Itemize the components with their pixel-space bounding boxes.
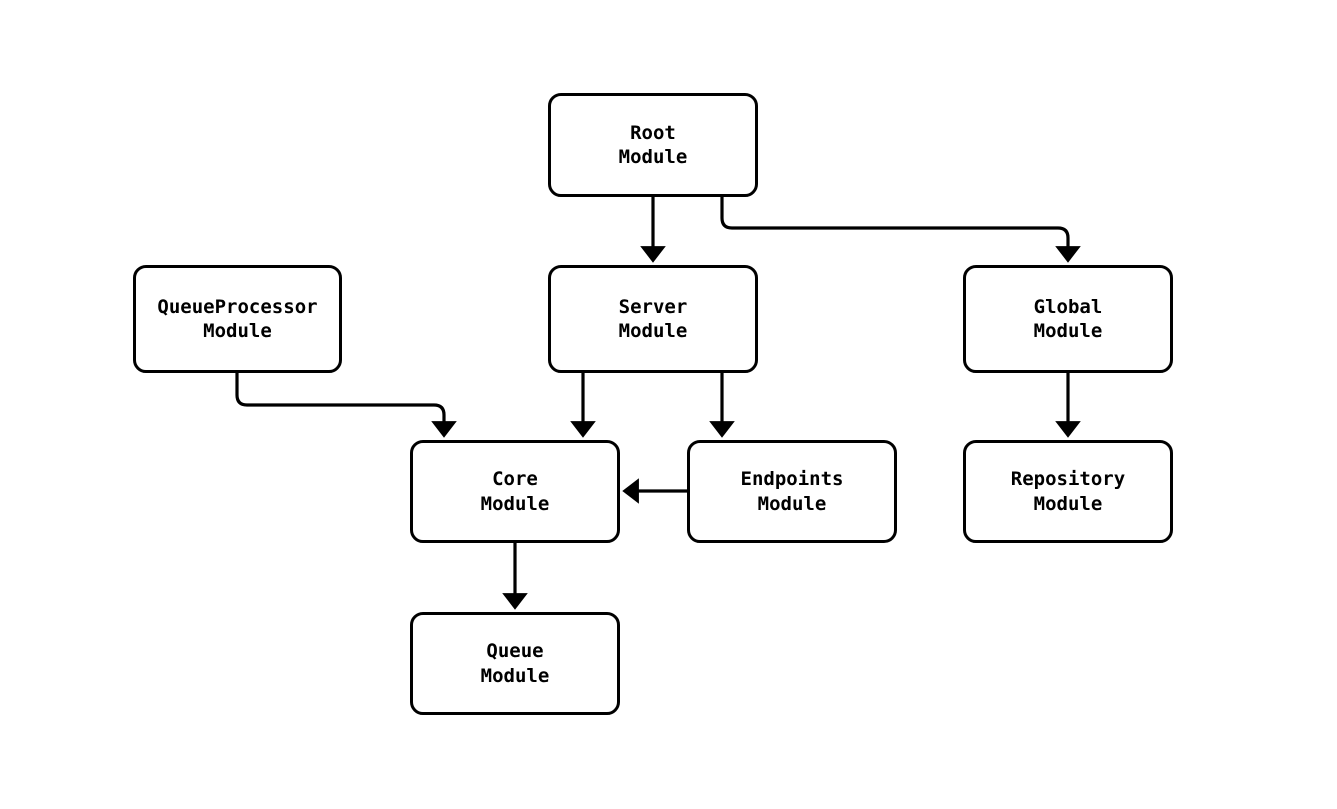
node-label-root-module: Root Module <box>618 121 688 168</box>
node-repository-module[interactable]: Repository Module <box>963 440 1173 543</box>
node-label-repository-module: Repository Module <box>1010 468 1126 515</box>
node-root-module[interactable]: Root Module <box>548 93 758 197</box>
node-queueprocessor-module[interactable]: QueueProcessor Module <box>133 265 342 373</box>
node-label-endpoints-module: Endpoints Module <box>740 468 844 515</box>
node-label-core-module: Core Module <box>480 468 550 515</box>
node-label-server-module: Server Module <box>618 295 688 342</box>
node-label-queue-module: Queue Module <box>480 640 550 687</box>
node-label-global-module: Global Module <box>1033 295 1103 342</box>
node-queue-module[interactable]: Queue Module <box>410 612 620 715</box>
node-label-queueprocessor-module: QueueProcessor Module <box>157 295 318 342</box>
node-core-module[interactable]: Core Module <box>410 440 620 543</box>
node-server-module[interactable]: Server Module <box>548 265 758 373</box>
node-endpoints-module[interactable]: Endpoints Module <box>687 440 897 543</box>
node-global-module[interactable]: Global Module <box>963 265 1173 373</box>
edge-queueprocessor-to-core <box>235 373 457 438</box>
edge-root-to-global <box>720 197 1081 263</box>
